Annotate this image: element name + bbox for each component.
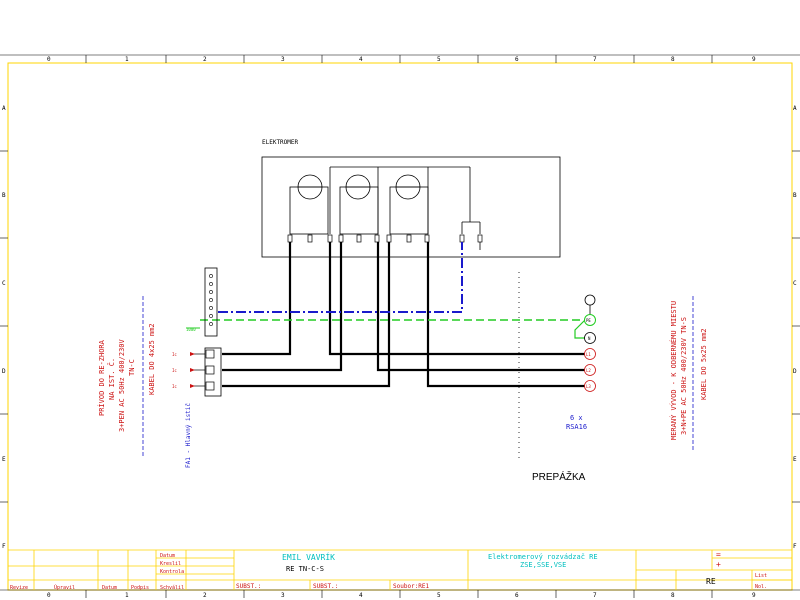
subst-2: SUBST.: [313,583,338,590]
row-label-e-right: E [793,456,797,463]
meter-terminals [287,234,483,243]
terminal-l3-label: L3 [586,384,591,389]
row-label-b-right: B [793,192,797,199]
designer-name: EMIL VAVRÍK [282,551,335,562]
output-line-2: 3+N+PE AC 50Hz 400/230V TN-S [680,317,688,435]
header-sign: Podpis [131,585,149,591]
subst-1: SUBST.: [236,583,261,590]
output-description: MERANÝ VÝVOD - K ODBERNÉMU MIESTU 3+N+PE… [669,296,708,452]
drawing-description: Elektromerový rozvádzač RE [488,553,598,561]
rev-field-date: Datum [160,553,175,559]
col-label-bottom-8: 8 [671,592,675,599]
output-line-3: KABEL DO 5x25 mm2 [700,328,708,400]
breaker-description: FA1 - Hlavný istič [185,403,192,468]
row-label-a-right: A [793,105,797,112]
terminal-n [584,332,596,344]
phase-wires [222,242,585,388]
meter-box: ELEKTROMER [261,139,561,258]
row-label-d-right: D [793,368,797,375]
meter-element-3 [389,167,429,235]
neutral-wire [218,242,463,313]
partition-label: PREPÁŽKA [532,470,586,483]
supply-line-3: 3+PEN AC 50Hz 400/230V [118,338,126,432]
row-label-b: B [2,192,6,199]
terminal-l2 [584,364,596,376]
sign-equals: = [716,550,721,559]
drawing-frame: 0 1 2 3 4 5 6 7 8 9 0 1 2 3 4 5 6 7 8 9 … [0,54,800,599]
doc-id: RE [706,577,716,586]
row-label-d: D [2,368,6,375]
output-terminals: PE N L1 L2 L3 [574,294,596,392]
col-label-bottom-1: 1 [125,592,129,599]
terminal-l1-label: L1 [586,352,591,357]
col-label-8: 8 [671,56,675,63]
col-label-bottom-9: 9 [752,592,756,599]
col-label-7: 7 [593,56,597,63]
neutral-bridge [461,221,481,234]
seal-type: RSA16 [566,423,587,431]
col-label-bottom-6: 6 [515,592,519,599]
terminal-pe-label: PE [586,318,591,323]
drawing-description-2: ZSE,SSE,VSE [520,561,566,569]
col-label-3: 3 [281,56,285,63]
seal-count: 6 x [570,414,583,422]
supply-description: PRÍVOD DO RE-ZHORA NA IST. Č. 3+PEN AC 5… [97,296,156,456]
meter-element-1 [289,167,331,235]
terminal-l2-label: L2 [586,368,591,373]
col-label-bottom-7: 7 [593,592,597,599]
earth-icon [584,294,596,306]
col-label-2: 2 [203,56,207,63]
breaker-label-1: Ic [172,352,177,357]
pe-tag: 1000 [186,327,196,332]
meter-element-2 [339,167,379,235]
supply-line-2: NA IST. Č. [107,358,116,400]
col-label-9: 9 [752,56,756,63]
rev-field-drawn: Kreslil [160,561,181,567]
col-label-bottom-3: 3 [281,592,285,599]
col-label-bottom-2: 2 [203,592,207,599]
header-edited: Úpravil [54,584,75,591]
file-name: Soubor:RE1 [393,583,430,590]
drawing-code: RE TN-C-S [286,565,324,573]
col-label-4: 4 [359,56,363,63]
col-label-bottom-5: 5 [437,592,441,599]
col-label-1: 1 [125,56,129,63]
sign-plus: + [716,560,721,569]
row-label-f: F [2,543,6,550]
meter-box-label: ELEKTROMER [262,139,299,146]
col-label-5: 5 [437,56,441,63]
row-label-f-right: F [793,543,797,550]
col-label-0: 0 [47,56,51,63]
col-label-bottom-4: 4 [359,592,363,599]
breaker-label-2: Ic [172,368,177,373]
pen-terminal-strip [204,267,218,337]
row-label-e: E [2,456,6,463]
rev-field-check: Kontrola [160,569,184,575]
sheet-label: List [755,573,767,579]
row-label-c: C [2,280,6,287]
terminal-l3 [584,380,596,392]
col-label-6: 6 [515,56,519,63]
header-revision: Revize [10,585,28,591]
rev-field-approved: Schválil [160,584,184,591]
main-breaker: Ic Ic Ic [172,347,222,397]
breaker-label-3: Ic [172,384,177,389]
supply-line-1: PRÍVOD DO RE-ZHORA [97,339,106,416]
title-block: Datum Kreslil Kontrola Schválil Revize Ú… [8,549,792,591]
header-date: Datum [102,585,117,591]
supply-line-4: TN-C [128,359,136,376]
supply-line-5: KABEL DO 4x25 mm2 [148,323,156,395]
row-label-c-right: C [793,280,797,287]
row-label-a: A [2,105,6,112]
col-label-bottom-0: 0 [47,592,51,599]
terminal-n-label: N [588,336,591,341]
output-line-1: MERANÝ VÝVOD - K ODBERNÉMU MIESTU [669,301,678,440]
terminal-l1 [584,348,596,360]
sheet-count-label: Nol. [755,584,767,590]
terminal-pe [584,314,596,326]
